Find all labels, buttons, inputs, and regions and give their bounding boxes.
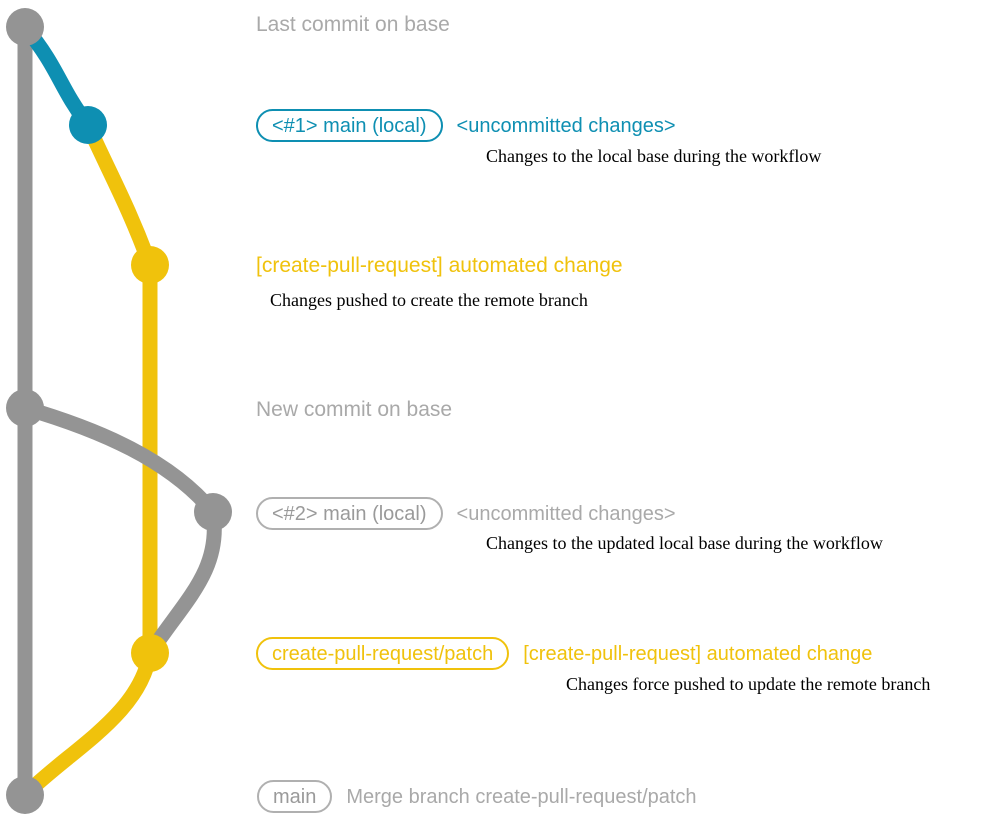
commit-note-local-2: Changes to the updated local base during… bbox=[486, 533, 883, 553]
commit-subject-local-1: <uncommitted changes> bbox=[456, 114, 676, 137]
commit-note-cpr-patch: Changes force pushed to update the remot… bbox=[566, 674, 931, 694]
commit-node-local-2[interactable] bbox=[194, 493, 232, 531]
gray-edge-patch bbox=[142, 504, 222, 661]
yellow-edge-1 bbox=[80, 117, 158, 273]
commit-subject-base-last: Last commit on base bbox=[256, 13, 450, 36]
commit-subject-cpr-create: [create-pull-request] automated change bbox=[256, 254, 623, 277]
commit-note-local-1: Changes to the local base during the wor… bbox=[486, 146, 822, 166]
ref-badge-cpr-patch[interactable]: create-pull-request/patch bbox=[256, 637, 510, 670]
commit-subject-cpr-patch: [create-pull-request] automated change bbox=[523, 642, 873, 665]
commit-row-local-2: <#2> main (local) <uncommitted changes> bbox=[256, 497, 676, 530]
commit-row-main-merge: main Merge branch create-pull-request/pa… bbox=[257, 780, 697, 813]
yellow-merge-edge bbox=[17, 645, 158, 803]
commit-node-base-last[interactable] bbox=[6, 8, 44, 46]
commit-node-cpr-create[interactable] bbox=[131, 246, 169, 284]
commit-note-cpr-create: Changes pushed to create the remote bran… bbox=[270, 290, 588, 310]
commit-subject-main-merge: Merge branch create-pull-request/patch bbox=[346, 785, 697, 808]
commit-node-cpr-patch[interactable] bbox=[131, 634, 169, 672]
ref-badge-main[interactable]: main bbox=[257, 780, 333, 813]
ref-badge-local-2[interactable]: <#2> main (local) bbox=[256, 497, 443, 530]
commit-node-local-1[interactable] bbox=[69, 106, 107, 144]
commit-row-cpr-patch: create-pull-request/patch [create-pull-r… bbox=[256, 637, 872, 670]
commit-node-base-new[interactable] bbox=[6, 389, 44, 427]
commit-subject-base-new: New commit on base bbox=[256, 398, 453, 421]
gray-edge-local2 bbox=[17, 400, 221, 520]
ref-badge-local-1[interactable]: <#1> main (local) bbox=[256, 109, 443, 142]
commit-subject-local-2: <uncommitted changes> bbox=[456, 502, 676, 525]
commit-node-main-merge[interactable] bbox=[6, 776, 44, 814]
commit-row-local-1: <#1> main (local) <uncommitted changes> bbox=[256, 109, 676, 142]
